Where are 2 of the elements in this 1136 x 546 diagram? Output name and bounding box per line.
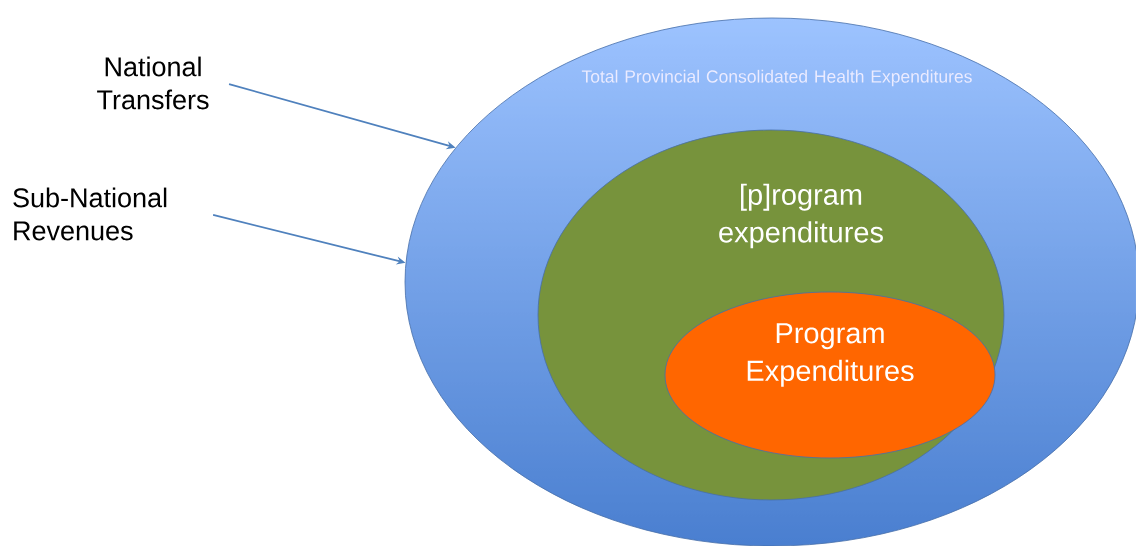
source-label: National Transfers xyxy=(97,56,209,110)
source-label: Sub-National Revenues xyxy=(13,187,167,241)
